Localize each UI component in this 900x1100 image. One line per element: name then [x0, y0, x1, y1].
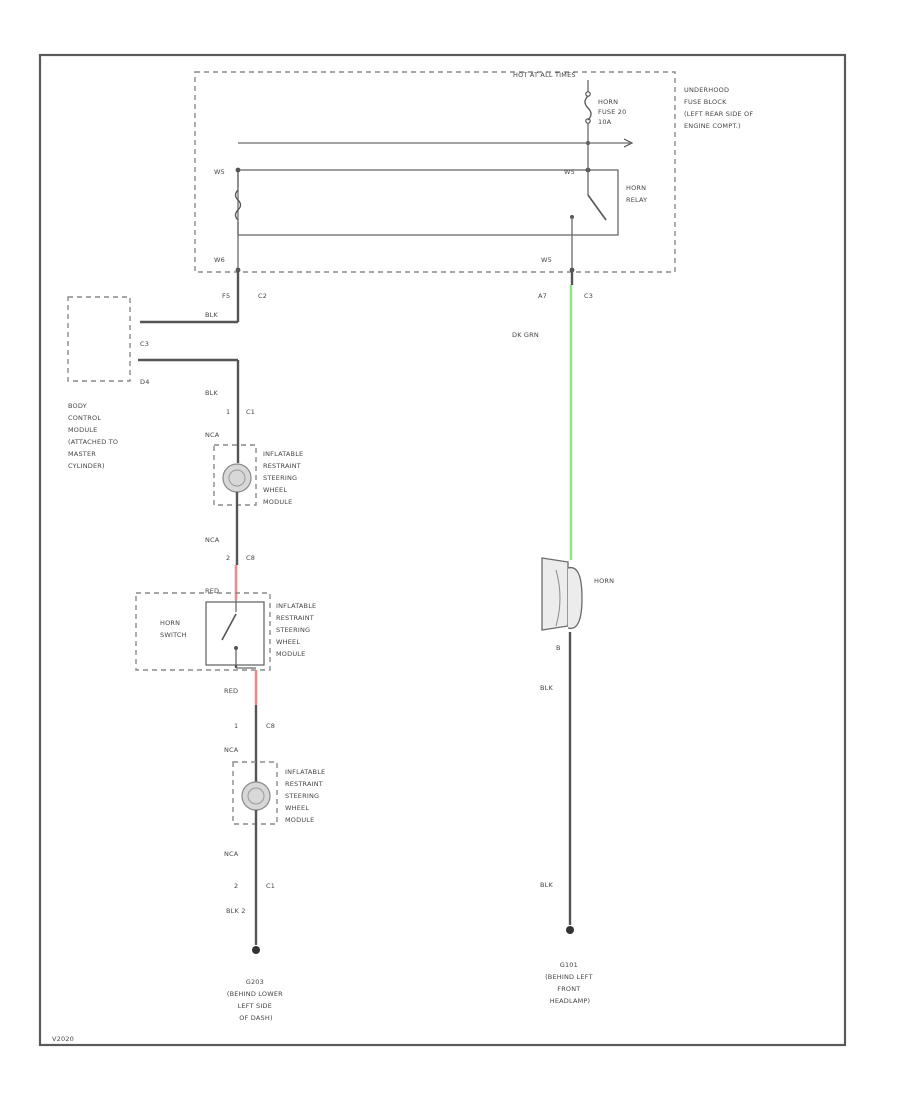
pin-right-bottom: W5 [541, 256, 552, 264]
horn-switch-contact [221, 613, 237, 641]
footer-code: V2020 [52, 1035, 74, 1043]
steer-conn-c1: C1 [246, 408, 255, 416]
g101-ground-icon [566, 926, 574, 934]
bcm-conn-top: C2 [258, 292, 267, 300]
fuse-top-terminal [585, 91, 591, 97]
relay-coil-symbol [234, 189, 242, 221]
horn-label: HORN [594, 577, 614, 585]
bus-continue-arrow [623, 138, 634, 148]
steer-pin-4: 2 [234, 882, 238, 890]
steer-pin-2: 2 [226, 554, 230, 562]
horn-fuse-symbol [584, 95, 592, 121]
steer-conn-c2: C8 [246, 554, 255, 562]
steer-conn-c4: C1 [266, 882, 275, 890]
bcm-title: BODY CONTROL MODULE (ATTACHED TO MASTER … [68, 402, 121, 470]
steering-module-1-label: INFLATABLE RESTRAINT STEERING WHEEL MODU… [263, 450, 306, 506]
bcm-wire-top: BLK [205, 311, 218, 319]
steer-wire-nca-3: NCA [224, 746, 239, 754]
clockspring-2-icon [241, 781, 271, 811]
clockspring-1-icon [222, 463, 252, 493]
steer-wire-nca-2: NCA [205, 536, 220, 544]
relay-switch-contact [587, 194, 607, 221]
body-control-module: F5 C2 BLK C3 D4 BODY CONTROL MODULE (ATT… [67, 272, 267, 470]
horn-wire-mid: BLK [540, 684, 553, 692]
steer-conn-c3: C8 [266, 722, 275, 730]
pin-left-bottom: W6 [214, 256, 225, 264]
horn-pin-b: B [556, 644, 561, 652]
pin-left-top: W5 [214, 168, 225, 176]
steer-pin-1: 1 [226, 408, 230, 416]
horn-circuit: A7 C3 DK GRN HORN B BLK BLK G101 (BEHIND… [512, 272, 614, 1005]
steer-wire-red-1: RED [205, 587, 219, 595]
horn-relay-box [237, 169, 619, 236]
horn-wire-low: BLK [540, 881, 553, 889]
horn-switch-box [205, 601, 265, 666]
bcm-pin-top: F5 [222, 292, 230, 300]
steer-wire-nca-1: NCA [205, 431, 220, 439]
horn-pin-a: A7 [538, 292, 547, 300]
horn-conn-a: C3 [584, 292, 593, 300]
hot-at-all-times-label: HOT AT ALL TIMES [513, 71, 576, 79]
diagram-border [38, 53, 847, 1047]
steering-module-3-label: INFLATABLE RESTRAINT STEERING WHEEL MODU… [285, 768, 328, 824]
steer-wire-red-2: RED [224, 687, 238, 695]
horn-switch-label: HORN SWITCH [160, 619, 187, 639]
steering-module-2-label: INFLATABLE RESTRAINT STEERING WHEEL MODU… [276, 602, 319, 658]
bcm-pin-d4: D4 [140, 378, 150, 386]
horn-icon [541, 557, 569, 631]
g203-ground-label: G203 (BEHIND LOWER LEFT SIDE OF DASH) [227, 978, 285, 1022]
underhood-fuse-block: HOT AT ALL TIMES UNDERHOOD FUSE BLOCK (L… [194, 71, 756, 273]
horn-fuse-label: HORN FUSE 20 10A [598, 98, 629, 126]
g203-ground-icon [252, 946, 260, 954]
pin-right-top: W5 [564, 168, 575, 176]
steer-pin-3: 1 [234, 722, 238, 730]
steer-wire-blk-2: BLK 2 [226, 907, 246, 915]
horn-wire-color: DK GRN [512, 331, 539, 339]
horn-relay-label: HORN RELAY [626, 184, 648, 204]
steer-wire-blk: BLK [205, 389, 218, 397]
g101-ground-label: G101 (BEHIND LEFT FRONT HEADLAMP) [545, 961, 595, 1005]
steering-horn-switch-circuit: BLK 1 C1 NCA INFLATABLE RESTRAINT STEERI… [135, 389, 328, 1022]
fuse-block-title: UNDERHOOD FUSE BLOCK (LEFT REAR SIDE OF … [684, 86, 756, 130]
steer-wire-nca-4: NCA [224, 850, 239, 858]
bcm-pin-c3: C3 [140, 340, 149, 348]
